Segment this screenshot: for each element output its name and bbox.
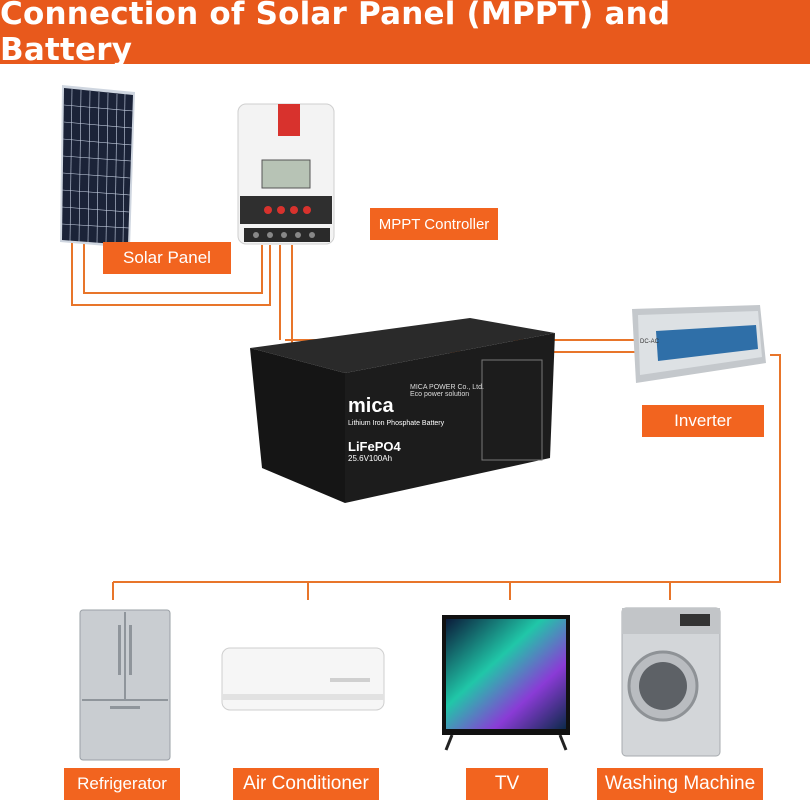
mppt-controller-label: MPPT Controller <box>370 208 498 240</box>
solar-panel-label: Solar Panel <box>103 242 231 274</box>
battery-rating: 25.6V100Ah <box>348 454 393 463</box>
tv-label: TV <box>466 768 548 800</box>
inverter-icon <box>632 305 766 383</box>
battery-icon <box>250 318 555 503</box>
title-bar: Connection of Solar Panel (MPPT) and Bat… <box>0 0 810 68</box>
diagram-title: Connection of Solar Panel (MPPT) and Bat… <box>0 0 671 68</box>
inverter: DC-AC <box>628 305 768 387</box>
inverter-model-text: DC-AC <box>640 339 659 345</box>
battery-slogan: Eco power solution <box>410 391 470 398</box>
battery: mica Lithium Iron Phosphate Battery LiFe… <box>250 318 560 503</box>
battery-type: Lithium Iron Phosphate Battery <box>348 420 445 427</box>
air-conditioner-label: Air Conditioner <box>233 768 379 800</box>
battery-chemistry: LiFePO4 <box>348 439 401 454</box>
inverter-label: Inverter <box>642 405 764 437</box>
battery-brand: mica <box>348 395 394 417</box>
battery-company: MICA POWER Co., Ltd. <box>410 384 484 391</box>
refrigerator-label: Refrigerator <box>64 768 180 800</box>
washing-machine-label: Washing Machine <box>597 768 763 800</box>
